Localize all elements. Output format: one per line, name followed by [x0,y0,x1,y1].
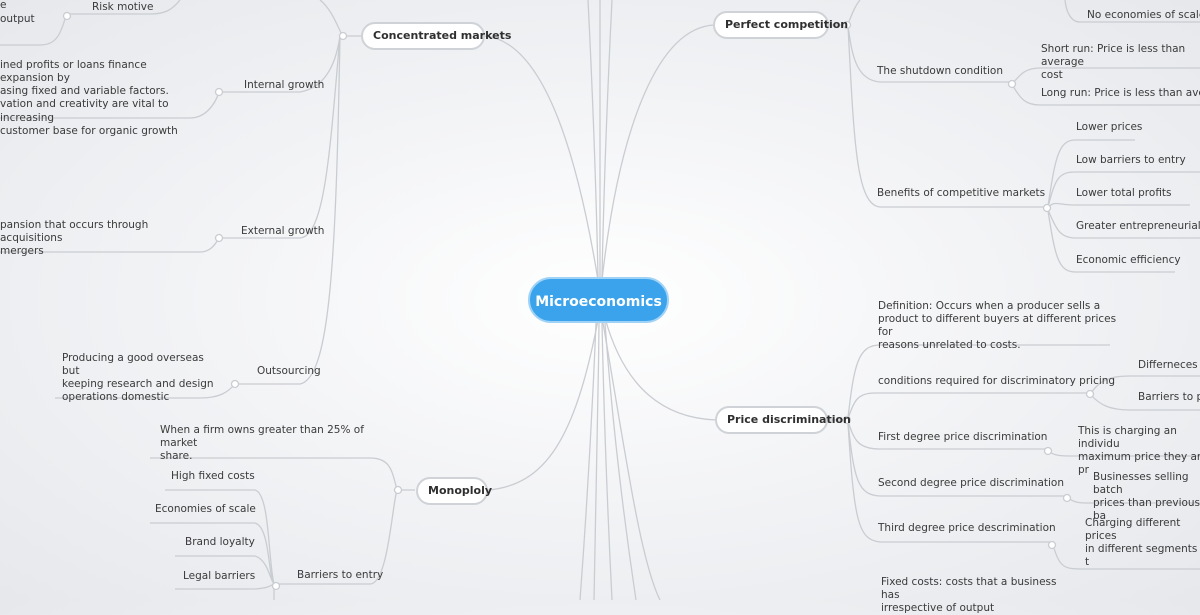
node-monopoly-definition[interactable]: When a firm owns greater than 25% of mar… [160,424,364,463]
node-partial-e[interactable]: e [0,0,7,11]
node-low-barriers-to-entry[interactable]: Low barriers to entry [1076,154,1186,166]
node-third-degree-desc[interactable]: Charging different prices in different s… [1085,517,1198,569]
node-lower-total-profits[interactable]: Lower total profits [1076,187,1172,199]
node-benefits-competitive-markets[interactable]: Benefits of competitive markets [877,187,1046,199]
node-lower-prices[interactable]: Lower prices [1076,121,1143,133]
node-risk-motive[interactable]: Risk motive [92,1,154,13]
node-monopoly[interactable]: Monoploly [416,477,492,505]
node-fixed-costs[interactable]: Fixed costs: costs that a business has i… [881,576,1057,615]
node-internal-growth-desc[interactable]: ined profits or loans finance expansion … [0,59,178,137]
node-outsourcing[interactable]: Outsourcing [257,365,321,377]
node-internal-growth[interactable]: Internal growth [244,79,325,91]
node-concentrated-markets[interactable]: Concentrated markets [361,22,511,50]
node-first-degree[interactable]: First degree price discrimination [878,431,1048,443]
node-greater-entrepreneurial[interactable]: Greater entrepreneurial act [1076,220,1200,232]
node-second-degree[interactable]: Second degree price discrimination [878,477,1064,489]
node-shutdown-condition[interactable]: The shutdown condition [877,65,1003,77]
node-long-run[interactable]: Long run: Price is less than average [1041,87,1200,99]
node-price-discrimination-definition[interactable]: Definition: Occurs when a producer sells… [878,300,1117,352]
node-no-economies-of-scale[interactable]: No economies of scale [1087,9,1200,21]
mindmap-connections [0,0,1200,600]
node-perfect-competition[interactable]: Perfect competition [713,11,848,39]
node-short-run[interactable]: Short run: Price is less than average co… [1041,43,1186,82]
node-second-degree-desc[interactable]: Businesses selling batch prices than pre… [1093,471,1200,523]
node-external-growth-desc[interactable]: pansion that occurs through acquisitions… [0,219,149,258]
node-price-discrimination[interactable]: Price discrimination [715,406,851,434]
node-conditions-discriminatory-pricing[interactable]: conditions required for discriminatory p… [878,375,1116,387]
node-legal-barriers[interactable]: Legal barriers [183,570,256,582]
node-economic-efficiency[interactable]: Economic efficiency [1076,254,1181,266]
root-node[interactable]: Microeconomics [528,277,669,323]
node-differences[interactable]: Differneces in [1138,359,1200,371]
node-brand-loyalty[interactable]: Brand loyalty [185,536,255,548]
node-barriers-to-prevent[interactable]: Barriers to pre [1138,391,1200,403]
node-first-degree-desc[interactable]: This is charging an individu maximum pri… [1078,425,1200,477]
node-barriers-to-entry[interactable]: Barriers to entry [297,569,384,581]
node-external-growth[interactable]: External growth [241,225,325,237]
node-third-degree[interactable]: Third degree price descrimination [878,522,1056,534]
node-outsourcing-desc[interactable]: Producing a good overseas but keeping re… [62,352,214,404]
node-partial-output[interactable]: output [0,13,35,25]
node-high-fixed-costs[interactable]: High fixed costs [171,470,255,482]
node-economies-of-scale[interactable]: Economies of scale [155,503,256,515]
